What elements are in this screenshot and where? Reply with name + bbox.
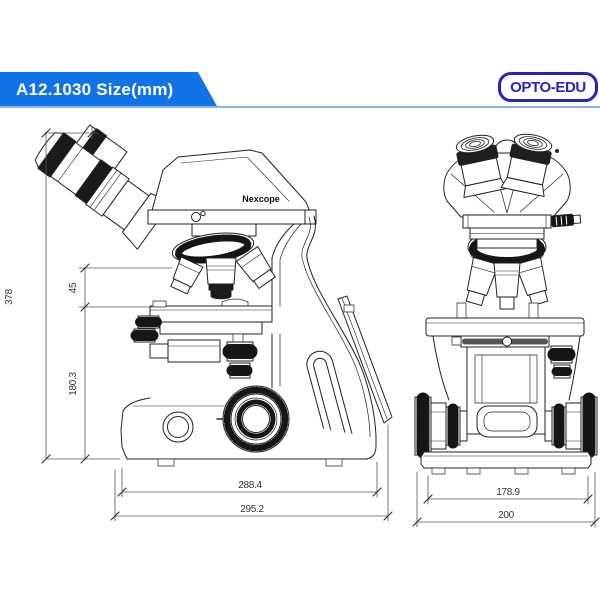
opto-edu-logo: OPTO-EDU [498, 72, 598, 102]
dim-stage-to-base: 180.3 [68, 372, 79, 396]
dimension-lines [41, 126, 600, 528]
dim-overall-depth: 295.2 [240, 504, 264, 515]
header-rule [0, 106, 600, 108]
page-title: A12.1030 Size(mm) [16, 80, 174, 99]
dim-overall-height: 378 [4, 288, 15, 305]
dim-nosepiece-to-stage: 45 [68, 282, 79, 293]
side-view-drawing: Nexcope [34, 124, 393, 467]
title-banner: A12.1030 Size(mm) [0, 72, 218, 108]
dim-base-depth: 288.4 [238, 480, 262, 491]
brand-label: Nexcope [242, 194, 280, 204]
dim-base-width: 178.9 [496, 487, 520, 498]
front-view-drawing [414, 133, 598, 475]
dim-overall-width: 200 [498, 510, 515, 521]
